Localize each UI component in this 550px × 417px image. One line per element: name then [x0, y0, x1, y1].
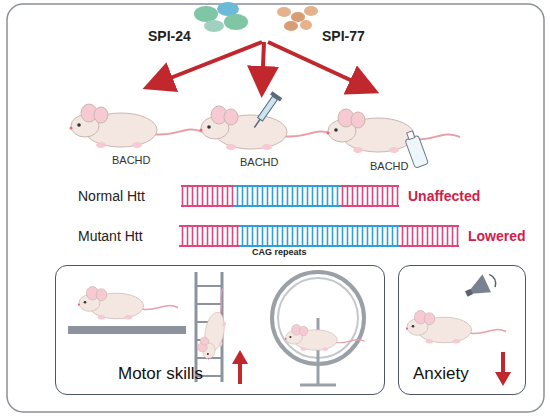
effect-label: Lowered — [468, 228, 526, 244]
drug-name: SPI-77 — [322, 28, 365, 44]
outcome-box: Anxiety — [398, 265, 526, 395]
repeat-label: CAG repeats — [252, 247, 307, 257]
mouse-model-label: BACHD — [370, 160, 409, 172]
gene-label: Mutant Htt — [78, 228, 143, 244]
outcome-box: Motor skills — [55, 265, 385, 395]
drug-name: SPI-24 — [148, 28, 191, 44]
outcome-text: Motor skills — [118, 364, 203, 384]
mouse-model-label: BACHD — [112, 154, 151, 166]
outcome-text: Anxiety — [413, 364, 469, 384]
mouse-model-label: BACHD — [240, 156, 279, 168]
gene-label: Normal Htt — [78, 188, 145, 204]
effect-label: Unaffected — [408, 188, 480, 204]
